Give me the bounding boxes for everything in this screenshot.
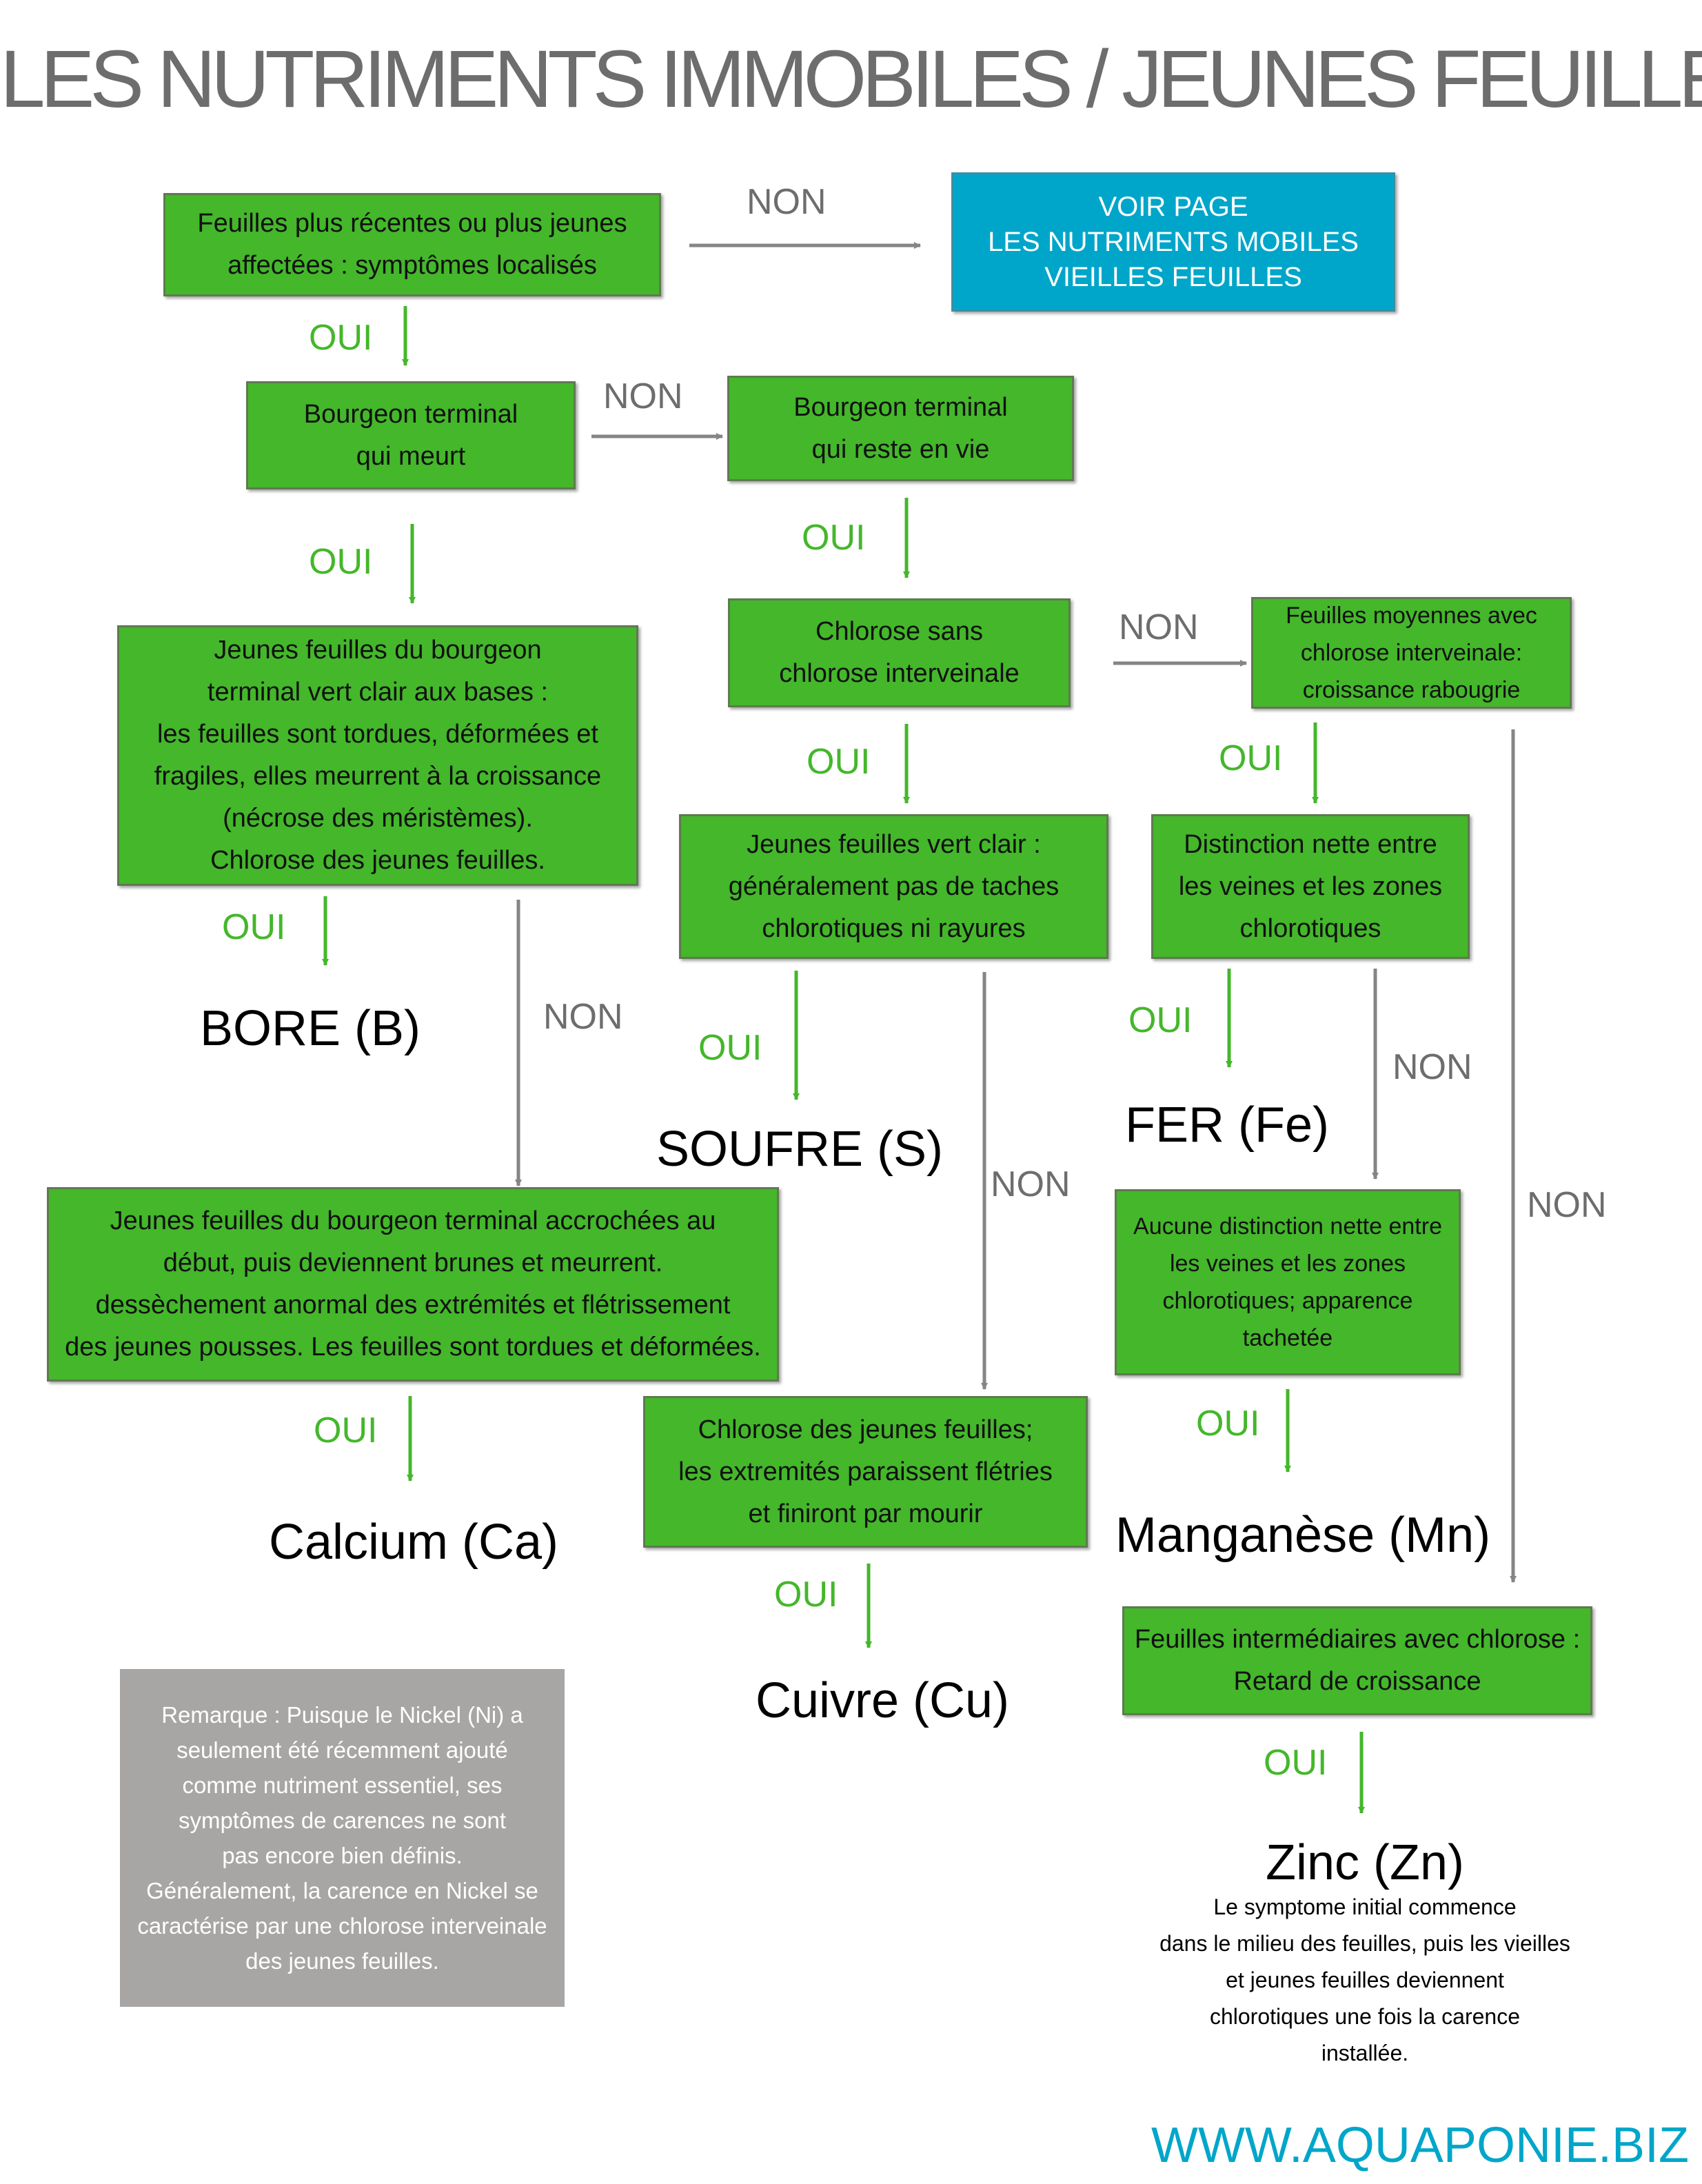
label-oui: OUI <box>774 1575 838 1615</box>
box-jeunes-feuilles-affectees: Feuilles plus récentes ou plus jeunes af… <box>163 193 661 296</box>
result-calcium: Calcium (Ca) <box>268 1515 559 1570</box>
box-remarque-nickel: Remarque : Puisque le Nickel (Ni) a seul… <box>120 1669 565 2007</box>
box-bourgeon-reste-en-vie: Bourgeon terminal qui reste en vie <box>727 376 1074 481</box>
label-non: NON <box>991 1164 1071 1204</box>
box-voir-page-mobiles[interactable]: VOIR PAGE LES NUTRIMENTS MOBILES VIEILLE… <box>951 172 1395 312</box>
box-zinc-description: Feuilles intermédiaires avec chlorose : … <box>1122 1606 1592 1715</box>
label-oui: OUI <box>1264 1743 1328 1783</box>
label-oui: OUI <box>309 542 373 582</box>
website-link[interactable]: WWW.AQUAPONIE.BIZ <box>1151 2118 1689 2173</box>
label-oui: OUI <box>314 1410 378 1450</box>
result-bore: BORE (B) <box>199 1001 421 1056</box>
label-oui: OUI <box>1196 1404 1260 1444</box>
page-title: LES NUTRIMENTS IMMOBILES / JEUNES FEUILL… <box>0 34 1702 125</box>
label-oui: OUI <box>1219 738 1283 778</box>
result-fer: FER (Fe) <box>1125 1098 1329 1153</box>
zinc-note: Le symptome initial commence dans le mil… <box>1159 1894 1570 2065</box>
label-non: NON <box>1392 1047 1472 1087</box>
label-non: NON <box>747 182 827 222</box>
box-soufre-description: Jeunes feuilles vert clair : généralemen… <box>679 814 1108 959</box>
box-bore-description: Jeunes feuilles du bourgeon terminal ver… <box>117 625 638 886</box>
label-oui: OUI <box>807 742 871 782</box>
box-cuivre-description: Chlorose des jeunes feuilles; les extrem… <box>643 1396 1088 1548</box>
box-calcium-description: Jeunes feuilles du bourgeon terminal acc… <box>47 1187 779 1382</box>
label-oui: OUI <box>1128 1000 1193 1040</box>
box-chlorose-sans-interveinale: Chlorose sans chlorose interveinale <box>728 598 1071 707</box>
result-soufre: SOUFRE (S) <box>656 1122 943 1177</box>
label-oui: OUI <box>698 1028 762 1068</box>
label-non: NON <box>543 997 623 1037</box>
box-feuilles-moyennes: Feuilles moyennes avec chlorose intervei… <box>1251 597 1572 709</box>
label-oui: OUI <box>309 318 373 358</box>
label-non: NON <box>1527 1185 1607 1225</box>
box-manganese-description: Aucune distinction nette entre les veine… <box>1115 1189 1461 1375</box>
label-oui: OUI <box>222 907 286 947</box>
label-non: NON <box>603 376 683 416</box>
label-non: NON <box>1119 607 1199 647</box>
box-bourgeon-qui-meurt: Bourgeon terminal qui meurt <box>246 381 576 489</box>
label-oui: OUI <box>802 518 866 558</box>
result-manganese: Manganèse (Mn) <box>1115 1508 1491 1563</box>
box-fer-description: Distinction nette entre les veines et le… <box>1151 814 1470 959</box>
result-zinc: Zinc (Zn) <box>1266 1835 1464 1890</box>
result-cuivre: Cuivre (Cu) <box>755 1673 1010 1728</box>
